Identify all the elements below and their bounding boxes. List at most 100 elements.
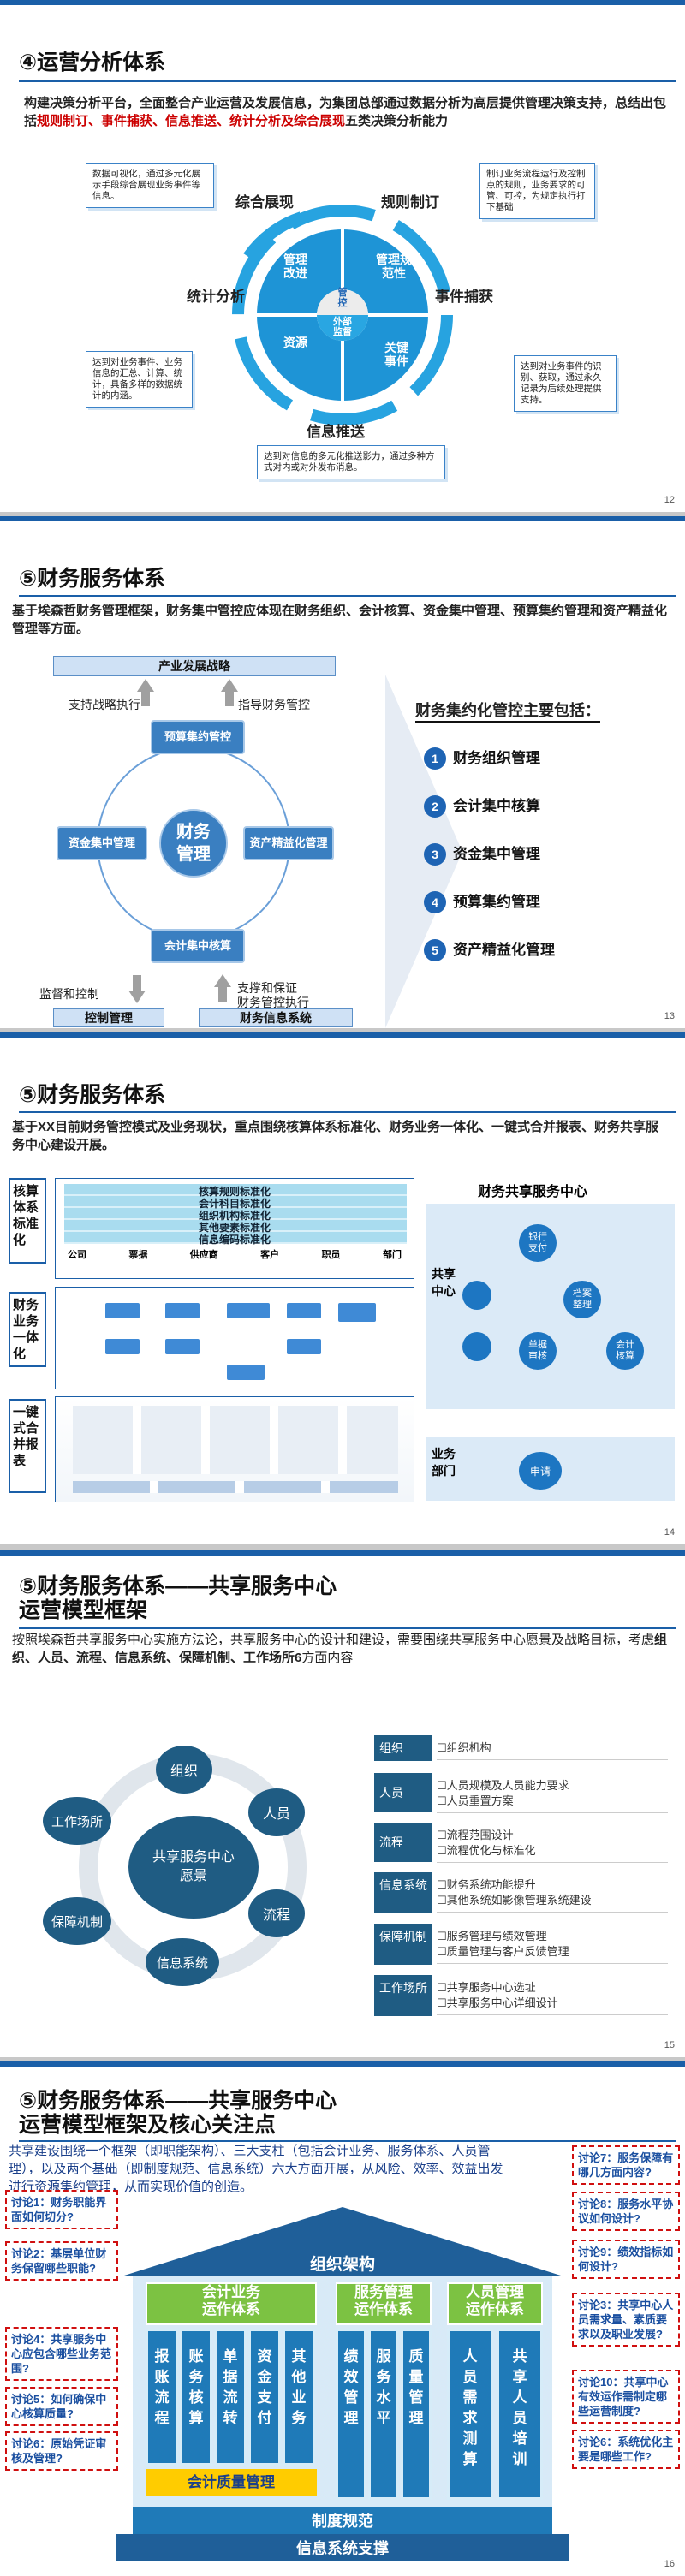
cat-guarantee: 保障机制 xyxy=(374,1924,432,1965)
node-blank xyxy=(462,1281,491,1310)
label-composite-display: 综合展现 xyxy=(235,194,294,211)
discussion-9: 讨论9：绩效指标如何设计? xyxy=(572,2240,680,2279)
label-feedback: 支撑和保证 财务管控执行 xyxy=(237,981,309,1009)
box-info-push: 达到对信息的多元化推送影力，通过多种方式对内或对外发布消息。 xyxy=(257,445,445,479)
pillar: 单据流转 xyxy=(214,2329,247,2466)
header-bar xyxy=(0,0,685,5)
wedge-mgmt-norm: 管理规 范性 xyxy=(376,253,412,280)
node-blank xyxy=(462,1332,491,1361)
roof-label: 组织架构 xyxy=(309,2256,375,2274)
label-support-strategy: 支持战略执行 xyxy=(68,698,140,711)
circle-guarantee: 保障机制 xyxy=(43,1897,111,1945)
discussion-6-system: 讨论6：系统优化主要是哪些工作? xyxy=(572,2430,680,2469)
std-col: 公司 xyxy=(68,1250,86,1260)
list-title: 财务集约化管控主要包括： xyxy=(415,699,600,723)
group-accounting: 会计业务 运作体系 xyxy=(146,2282,317,2325)
tag-consolidation: 一键式合并报表 xyxy=(9,1399,46,1493)
node-fund: 资金集中管理 xyxy=(57,826,147,860)
circle-staff: 人员 xyxy=(248,1788,305,1836)
slide-12: ④运营分析体系 构建决策分析平台，全面整合产业运营及发展信息，为集团总部通过数据… xyxy=(0,0,685,512)
page-number: 14 xyxy=(664,1527,675,1538)
discussion-8: 讨论8：服务水平协议如何设计? xyxy=(572,2192,680,2231)
std-col: 票据 xyxy=(128,1250,148,1260)
label-info-push: 信息推送 xyxy=(307,424,365,440)
intro-paragraph: 基于XX目前财务管控模式及业务现状，重点围绕核算体系标准化、财务业务一体化、一键… xyxy=(12,1120,659,1152)
center-supervision: 外部 监督 xyxy=(333,317,352,337)
header-bar xyxy=(0,1550,685,1556)
pillar: 账务核算 xyxy=(180,2329,212,2466)
slide-title: ⑤财务服务体系 xyxy=(19,1083,166,1107)
std-row: 组织机构标准化 xyxy=(198,1210,271,1222)
ssc-panel: 财务共享服务中心 共享 中心 业务 部门 银行 支付 档案 整理 单据 审核 会… xyxy=(426,1180,675,1505)
std-row: 会计科目标准化 xyxy=(198,1198,271,1210)
discussion-10: 讨论10：共享中心有效运作需制定哪些运营制度? xyxy=(572,2370,680,2424)
wedge-mgmt-improve: 管理 改进 xyxy=(283,253,307,280)
panel-integration xyxy=(55,1287,414,1389)
slide-title: ⑤财务服务体系 xyxy=(19,567,166,591)
circle-process: 流程 xyxy=(248,1889,305,1937)
page-number: 13 xyxy=(664,1011,675,1021)
box-event-capture: 达到对业务事件的识别、获取，通过永久记录为后续处理提供支持。 xyxy=(514,355,616,412)
intro-paragraph: 构建决策分析平台，全面整合产业运营及发展信息，为集团总部通过数据分析为高层提供管… xyxy=(24,96,667,128)
discussion-1: 讨论1：财务职能界面如何切分? xyxy=(5,2190,118,2229)
node-asset: 资产精益化管理 xyxy=(243,826,334,860)
discussion-6: 讨论6：原始凭证审核及管理? xyxy=(5,2431,118,2471)
catlist-org: ☐组织机构 xyxy=(437,1737,668,1760)
wedge-key-event: 关键 事件 xyxy=(384,341,408,368)
node-archive: 档案 整理 xyxy=(563,1281,601,1318)
pillar: 人员需求测算 xyxy=(447,2329,493,2500)
title-underline xyxy=(19,80,676,82)
bar-finance-system: 财务信息系统 xyxy=(199,1008,353,1027)
cat-workplace: 工作场所 xyxy=(374,1975,432,2016)
slide-13: ⑤财务服务体系 基于埃森哲财务管理框架，财务集中管控应体现在财务组织、会计核算、… xyxy=(0,516,685,1028)
label-guide-control: 指导财务管控 xyxy=(238,698,310,711)
box-composite-display: 数据可视化，通过多元化展示手段综合展现业务事件等信息。 xyxy=(86,163,214,208)
slide-15: ⑤财务服务体系——共享服务中心 运营模型框架 按照埃森哲共享服务中心实施方法论，… xyxy=(0,1550,685,2057)
title-underline xyxy=(19,1111,676,1113)
page-number: 16 xyxy=(664,2559,675,2569)
cat-staff: 人员 xyxy=(374,1773,432,1812)
intro-paragraph: 按照埃森哲共享服务中心实施方法论，共享服务中心的设计和建设，需要围绕共享服务中心… xyxy=(12,1633,668,1665)
header-bar xyxy=(0,516,685,521)
ssc-left-label: 共享 中心 xyxy=(432,1267,456,1298)
tag-standardize: 核算体系标准化 xyxy=(9,1178,46,1264)
slide-title: ⑤财务服务体系——共享服务中心 运营模型框架及核心关注点 xyxy=(19,2089,337,2137)
label-statistics: 统计分析 xyxy=(187,289,245,305)
node-accounting: 会计集中核算 xyxy=(151,929,245,963)
pillar: 质量管理 xyxy=(401,2329,432,2500)
circle-org: 组织 xyxy=(156,1746,212,1794)
center-control: 管 控 xyxy=(337,288,348,308)
box-rule-setting: 制订业务流程运行及控制点的规则，业务要求的可管、可控，为规定执行打下基础 xyxy=(480,163,595,219)
discussion-4: 讨论4：共享服务中心应包含哪些业务范围? xyxy=(5,2327,118,2381)
panel-standardize: 核算规则标准化会计科目标准化组织机构标准化其他要素标准化信息编码标准化 公司票据… xyxy=(55,1178,414,1279)
center-finance: 财务 管理 xyxy=(159,809,228,878)
header-bar xyxy=(0,1032,685,1038)
group-staff: 人员管理 运作体系 xyxy=(447,2282,543,2325)
wedge-resource: 资源 xyxy=(283,336,307,349)
discussion-5: 讨论5：如何确保中心核算质量? xyxy=(5,2387,118,2426)
std-col: 客户 xyxy=(260,1250,280,1260)
industry-strategy-bar: 产业发展战略 xyxy=(53,656,336,676)
std-row: 核算规则标准化 xyxy=(198,1186,271,1198)
discussion-2: 讨论2：基层单位财务保留哪些职能? xyxy=(5,2241,118,2281)
node-accounting: 会计 核算 xyxy=(606,1332,644,1370)
slide-title: ④运营分析体系 xyxy=(19,51,166,74)
finance-diagram xyxy=(97,675,462,1028)
cat-system: 信息系统 xyxy=(374,1872,432,1913)
catlist-guarantee: ☐服务管理与绩效管理☐质量管理与客户反馈管理 xyxy=(437,1925,668,1964)
slide-16: ⑤财务服务体系——共享服务中心 运营模型框架及核心关注点 共享建设围绕一个框架（… xyxy=(0,2061,685,2576)
pillar: 绩效管理 xyxy=(336,2329,366,2500)
group-service: 服务管理 运作体系 xyxy=(336,2282,432,2325)
pillar: 共享人员培训 xyxy=(497,2329,543,2500)
discussion-7: 讨论7：服务保障有哪几方面内容? xyxy=(572,2145,680,2185)
title-underline xyxy=(19,1627,676,1629)
label-event-capture: 事件捕获 xyxy=(435,289,493,305)
accounting-quality: 会计质量管理 xyxy=(146,2469,317,2496)
page-number: 15 xyxy=(664,2040,675,2050)
circle-system: 信息系统 xyxy=(146,1938,219,1986)
box-statistics: 达到对业务事件、业务信息的汇总、计算、统计，具备多样的数据统计的内涵。 xyxy=(86,351,193,408)
